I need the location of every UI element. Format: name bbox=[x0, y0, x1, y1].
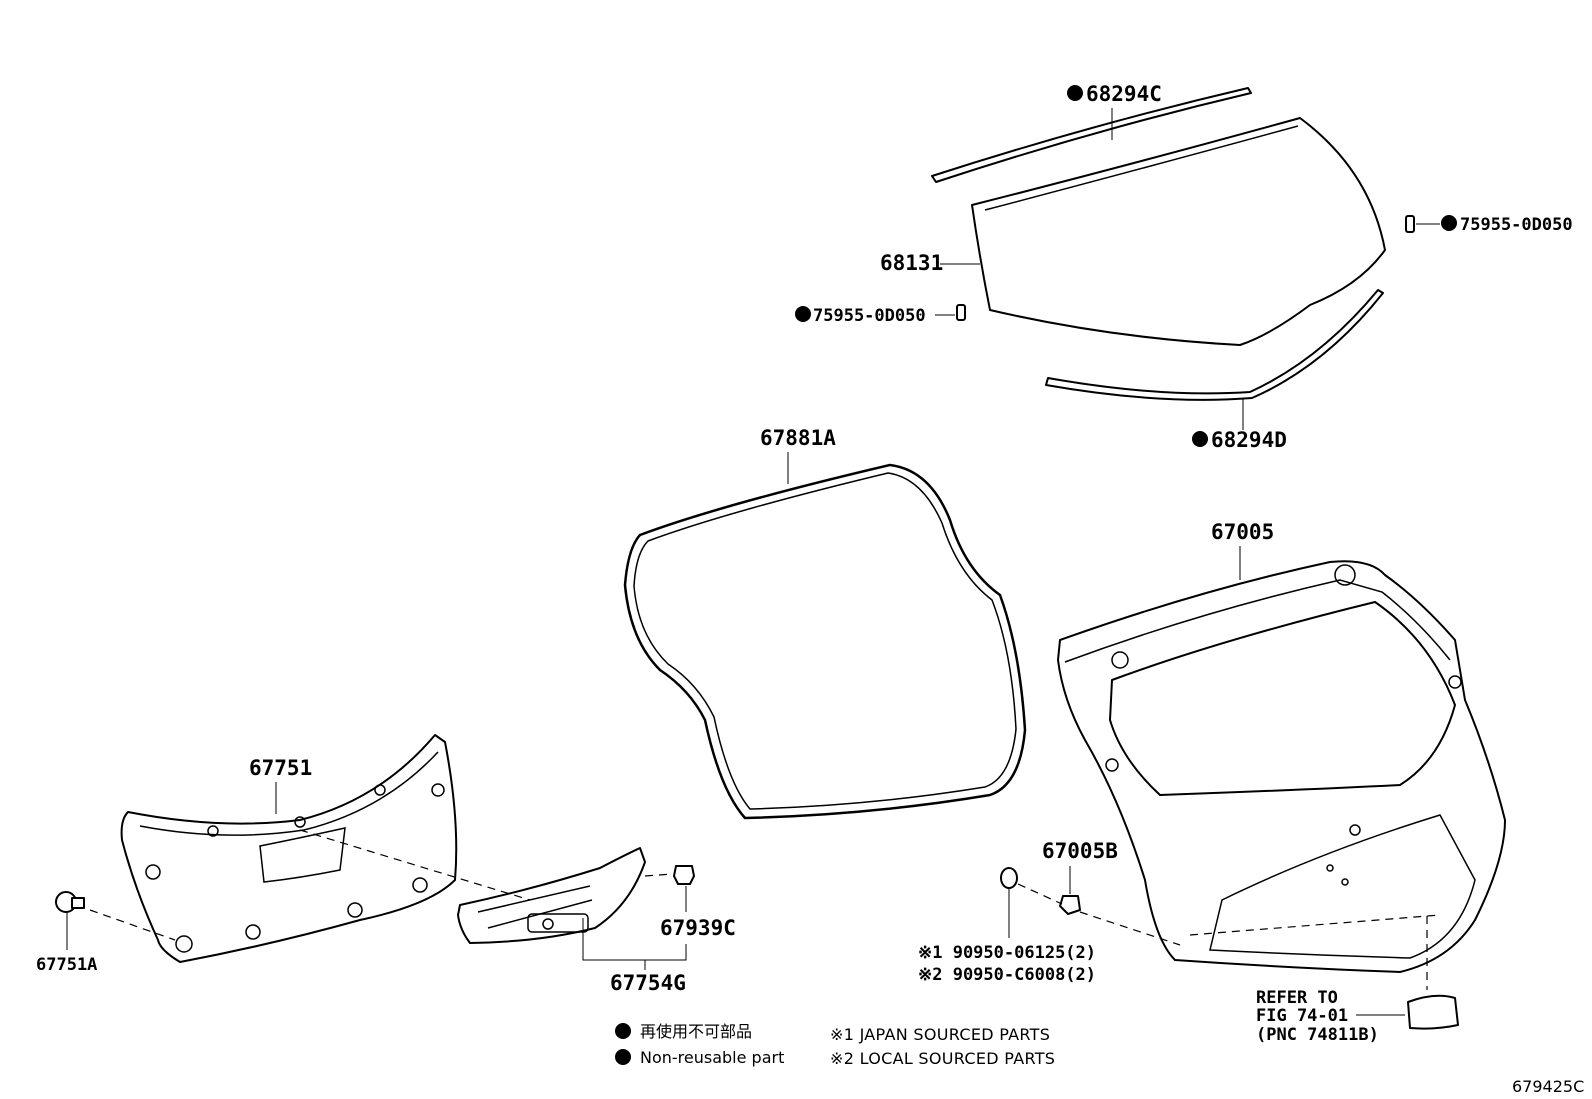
callout-67751[interactable]: 67751 bbox=[249, 756, 312, 814]
note-line-1: ※1 90950-06125(2) bbox=[918, 943, 1096, 963]
callout-67754G[interactable]: 67754G bbox=[582, 918, 687, 995]
glass-spacer-right[interactable] bbox=[1405, 215, 1415, 233]
part-number-label: 67939C bbox=[660, 916, 736, 940]
callout-67939C[interactable]: 67939C bbox=[660, 886, 736, 940]
part-number-label: 75955-0D050 bbox=[1460, 215, 1573, 235]
lower-glass-moulding[interactable] bbox=[1045, 289, 1384, 401]
part-number-label: 68294D bbox=[1211, 428, 1287, 452]
callout-68294D[interactable]: 68294D bbox=[1192, 398, 1287, 452]
callout-68131[interactable]: 68131 bbox=[880, 251, 980, 275]
note-90950-parts: ※1 90950-06125(2) ※2 90950-C6008(2) bbox=[918, 943, 1096, 985]
part-number-label: 67005 bbox=[1211, 520, 1274, 544]
callout-75955-right[interactable]: 75955-0D050 bbox=[1416, 215, 1573, 235]
non-reusable-dot-icon bbox=[1192, 431, 1208, 447]
part-number-label: 67751A bbox=[36, 955, 97, 975]
callout-68294C[interactable]: 68294C bbox=[1067, 82, 1162, 140]
legend: 再使用不可部品 Non-reusable part ※1 JAPAN SOURC… bbox=[615, 1022, 1055, 1068]
non-reusable-dot-icon bbox=[1067, 85, 1083, 101]
figure-id: 679425C bbox=[1512, 1077, 1584, 1096]
part-number-label: 68131 bbox=[880, 251, 943, 275]
non-reusable-dot-icon bbox=[615, 1049, 631, 1065]
back-window-glass[interactable] bbox=[971, 117, 1386, 346]
non-reusable-dot-icon bbox=[615, 1023, 631, 1039]
trim-clip-left[interactable] bbox=[55, 891, 85, 913]
legend-japanese: 再使用不可部品 bbox=[640, 1022, 752, 1041]
refer-line-3: (PNC 74811B) bbox=[1256, 1025, 1379, 1045]
back-door-bumper-stopper[interactable] bbox=[1000, 867, 1081, 915]
part-number-label: 75955-0D050 bbox=[813, 306, 926, 326]
legend-local-sourced: ※2 LOCAL SOURCED PARTS bbox=[830, 1049, 1055, 1068]
part-number-label: 67005B bbox=[1042, 839, 1118, 863]
upper-glass-moulding[interactable] bbox=[931, 87, 1252, 183]
legend-english: Non-reusable part bbox=[640, 1048, 784, 1067]
part-number-label: 67751 bbox=[249, 756, 312, 780]
part-number-label: 68294C bbox=[1086, 82, 1162, 106]
refer-line-2: FIG 74-01 bbox=[1256, 1006, 1348, 1026]
callout-67881A[interactable]: 67881A bbox=[760, 426, 836, 484]
back-door-weatherstrip[interactable] bbox=[623, 463, 1027, 820]
non-reusable-dot-icon bbox=[1441, 215, 1457, 231]
callout-67005B[interactable]: 67005B bbox=[1008, 839, 1441, 946]
note-line-2: ※2 90950-C6008(2) bbox=[918, 965, 1096, 985]
part-number-label: 67754G bbox=[610, 971, 686, 995]
callout-75955-left[interactable]: 75955-0D050 bbox=[795, 306, 955, 326]
license-plate-lamp[interactable] bbox=[1407, 916, 1459, 1030]
assembly-dashed-lines bbox=[299, 829, 673, 901]
callout-67751A[interactable]: 67751A bbox=[36, 909, 176, 975]
refer-line-1: REFER TO bbox=[1256, 988, 1338, 1008]
back-door-pull-handle[interactable] bbox=[457, 847, 646, 944]
callout-67005[interactable]: 67005 bbox=[1211, 520, 1274, 580]
refer-to-figure-note[interactable]: REFER TO FIG 74-01 (PNC 74811B) bbox=[1256, 988, 1405, 1045]
handle-clip[interactable] bbox=[673, 865, 695, 885]
back-door-trim-board[interactable] bbox=[120, 734, 458, 963]
glass-spacer-left[interactable] bbox=[956, 304, 966, 321]
part-number-label: 67881A bbox=[760, 426, 836, 450]
legend-japan-sourced: ※1 JAPAN SOURCED PARTS bbox=[830, 1025, 1050, 1044]
back-door-panel[interactable] bbox=[1057, 560, 1506, 973]
non-reusable-dot-icon bbox=[795, 306, 811, 322]
